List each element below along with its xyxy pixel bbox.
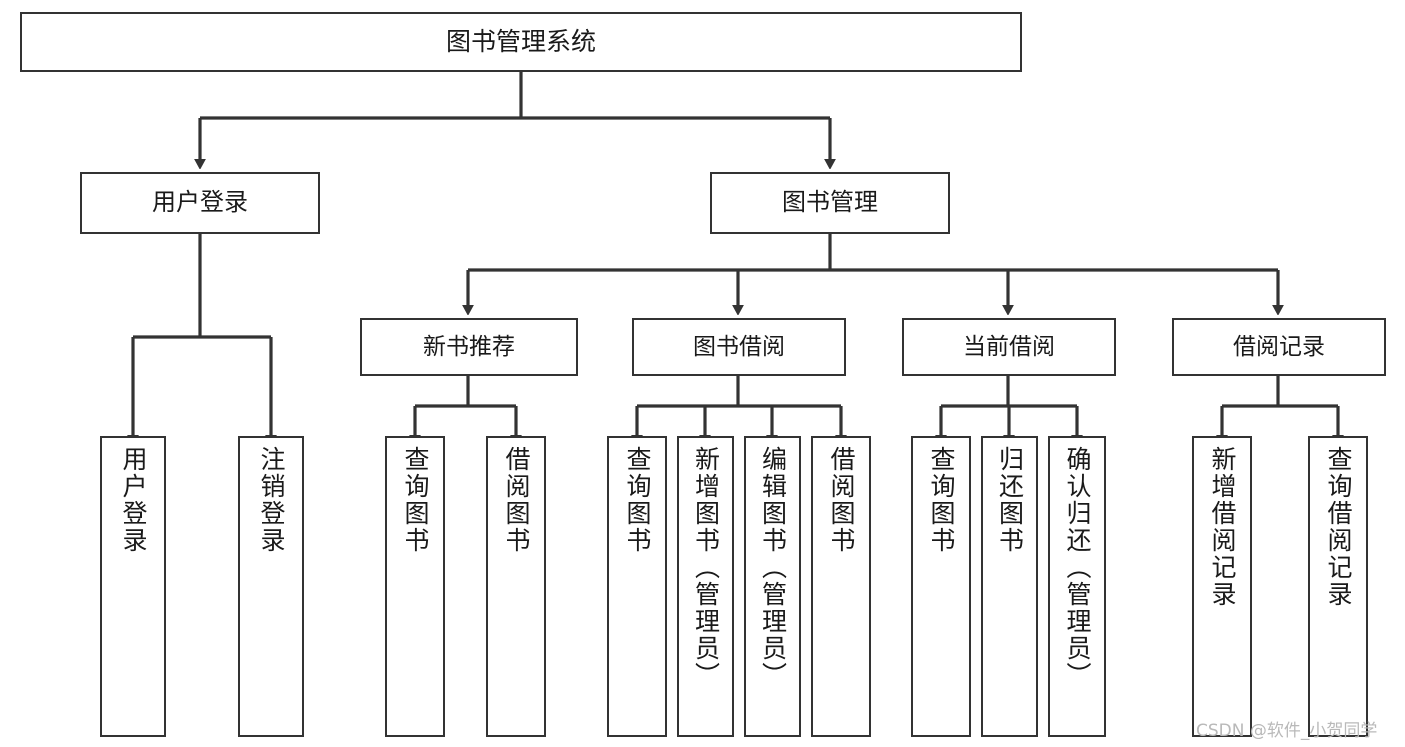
node-leaf-borrow-book-1-label: 借阅图书: [502, 446, 531, 554]
node-leaf-add-record[interactable]: 新增借阅记录: [1192, 436, 1252, 737]
node-user-login-label: 用户登录: [152, 188, 248, 217]
node-leaf-edit-book[interactable]: 编辑图书（管理员）: [744, 436, 801, 737]
node-leaf-add-book-label: 新增图书（管理员）: [691, 446, 721, 689]
node-leaf-query-book-1-label: 查询图书: [401, 446, 430, 554]
node-leaf-logout[interactable]: 注销登录: [238, 436, 304, 737]
node-book-borrow[interactable]: 图书借阅: [632, 318, 846, 376]
node-leaf-add-record-label: 新增借阅记录: [1208, 446, 1237, 608]
node-leaf-borrow-book-2[interactable]: 借阅图书: [811, 436, 871, 737]
node-leaf-query-book-2-label: 查询图书: [623, 446, 652, 554]
node-leaf-logout-label: 注销登录: [257, 446, 286, 554]
node-leaf-query-book-2[interactable]: 查询图书: [607, 436, 667, 737]
node-user-login[interactable]: 用户登录: [80, 172, 320, 234]
node-leaf-confirm-return[interactable]: 确认归还（管理员）: [1048, 436, 1106, 737]
node-leaf-return-book-label: 归还图书: [995, 446, 1025, 554]
node-new-book-recommend-label: 新书推荐: [423, 333, 515, 360]
node-new-book-recommend[interactable]: 新书推荐: [360, 318, 578, 376]
node-borrow-record[interactable]: 借阅记录: [1172, 318, 1386, 376]
node-root[interactable]: 图书管理系统: [20, 12, 1022, 72]
node-leaf-borrow-book-2-label: 借阅图书: [827, 446, 856, 554]
node-leaf-query-record-label: 查询借阅记录: [1324, 446, 1353, 608]
node-leaf-query-book-3[interactable]: 查询图书: [911, 436, 971, 737]
node-book-management-label: 图书管理: [782, 188, 878, 217]
node-book-borrow-label: 图书借阅: [693, 333, 785, 360]
node-book-management[interactable]: 图书管理: [710, 172, 950, 234]
node-leaf-confirm-return-label: 确认归还（管理员）: [1063, 446, 1092, 689]
node-borrow-record-label: 借阅记录: [1233, 333, 1325, 360]
node-leaf-add-book[interactable]: 新增图书（管理员）: [677, 436, 734, 737]
node-leaf-borrow-book-1[interactable]: 借阅图书: [486, 436, 546, 737]
csdn-watermark: CSDN @软件_小贺同学: [1196, 721, 1378, 741]
node-leaf-user-login[interactable]: 用户登录: [100, 436, 166, 737]
node-leaf-query-book-1[interactable]: 查询图书: [385, 436, 445, 737]
node-leaf-return-book[interactable]: 归还图书: [981, 436, 1038, 737]
node-leaf-edit-book-label: 编辑图书（管理员）: [758, 446, 788, 689]
node-current-borrow-label: 当前借阅: [963, 333, 1055, 360]
node-leaf-user-login-label: 用户登录: [119, 446, 148, 554]
node-leaf-query-book-3-label: 查询图书: [927, 446, 956, 554]
node-root-label: 图书管理系统: [445, 26, 596, 56]
node-current-borrow[interactable]: 当前借阅: [902, 318, 1116, 376]
node-leaf-query-record[interactable]: 查询借阅记录: [1308, 436, 1368, 737]
